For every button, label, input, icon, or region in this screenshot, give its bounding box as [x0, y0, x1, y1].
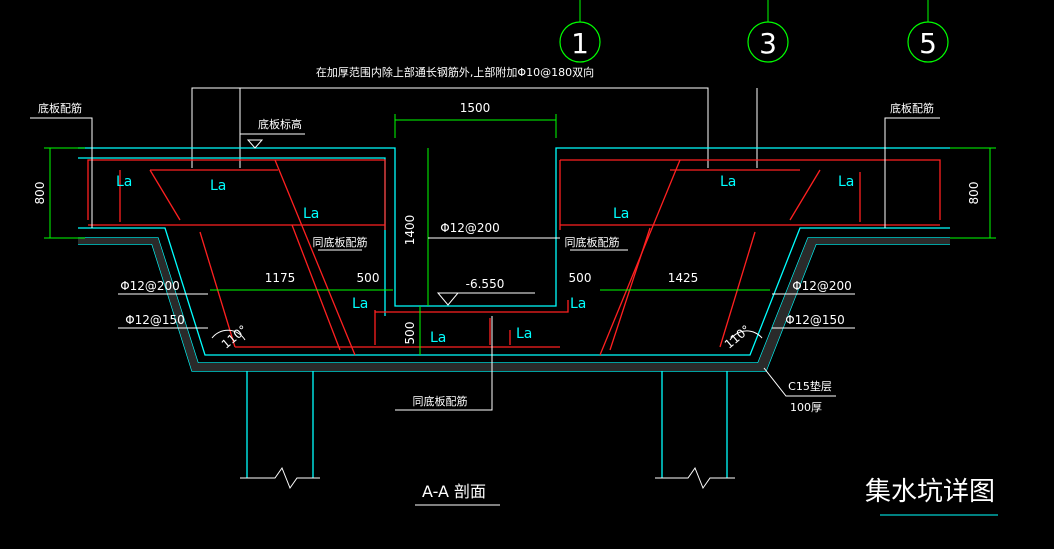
axis-label-3: 3: [759, 27, 777, 60]
dim-right-slope: 1425: [668, 271, 699, 285]
label-rebar-right-200: Φ12@200: [792, 279, 852, 293]
label-rebar-left-150: Φ12@150: [125, 313, 185, 327]
label-board-elevation: 底板标高: [258, 117, 302, 131]
elevation-marker-icon: [436, 292, 460, 306]
dim-pit-depth: 1400: [403, 215, 417, 246]
axis-bubble-3: [747, 21, 789, 63]
axis-bubble-1: [559, 21, 601, 63]
section-title: A-A 剖面: [422, 482, 486, 501]
anchor-label: La: [116, 174, 132, 190]
anchor-label: La: [720, 174, 736, 190]
dim-bottom-500: 500: [403, 322, 417, 345]
anchor-labels: La La La La La La La La La La: [116, 174, 854, 346]
dim-left-slope: 1175: [265, 271, 296, 285]
axis-label-5: 5: [919, 27, 937, 60]
drawing-title: 集水坑详图: [865, 477, 995, 507]
anchor-label: La: [303, 206, 319, 222]
axis-bubble-5: [907, 21, 949, 63]
dim-right-500: 500: [569, 271, 592, 285]
axis-bubbles: 1 3 5: [559, 0, 949, 63]
anchor-label: La: [430, 330, 446, 346]
label-rebar-left-200: Φ12@200: [120, 279, 180, 293]
label-right-board-rebar: 底板配筋: [890, 101, 934, 115]
axis-label-1: 1: [571, 27, 589, 60]
anchor-label: La: [352, 296, 368, 312]
label-left-board-rebar: 底板配筋: [38, 101, 82, 115]
label-cushion: C15垫层: [788, 379, 832, 393]
anchor-label: La: [838, 174, 854, 190]
dim-left-500: 500: [357, 271, 380, 285]
cushion-layer: [78, 238, 950, 371]
dim-right-thickness: 800: [967, 182, 981, 205]
anchor-label: La: [613, 206, 629, 222]
elevation-value: -6.550: [466, 277, 505, 291]
label-same-rebar-left: 同底板配筋: [313, 235, 368, 249]
label-cushion-thickness: 100厚: [790, 401, 822, 414]
label-rebar-right-150: Φ12@150: [785, 313, 845, 327]
dim-pit-width: 1500: [460, 101, 491, 115]
anchor-label: La: [570, 296, 586, 312]
anchor-label: La: [210, 178, 226, 194]
label-rebar-center: Φ12@200: [440, 221, 500, 235]
anchor-label: La: [516, 326, 532, 342]
label-same-rebar-right: 同底板配筋: [565, 235, 620, 249]
top-note: 在加厚范围内除上部通长钢筋外,上部附加Φ10@180双向: [316, 65, 594, 79]
label-same-rebar-bottom: 同底板配筋: [413, 394, 468, 408]
dim-left-thickness: 800: [33, 182, 47, 205]
dimension-lines: [44, 114, 996, 355]
